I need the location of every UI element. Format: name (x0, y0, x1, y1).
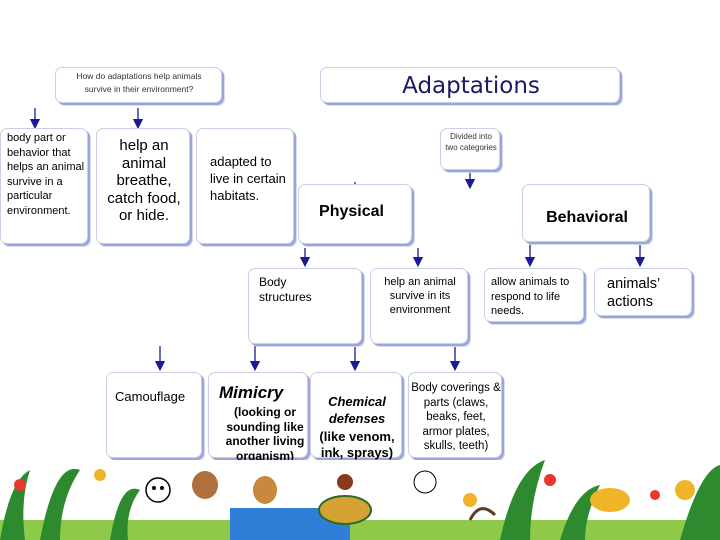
behavioral-box: Behavioral (522, 184, 650, 242)
habitats-text: adapted to live in certain habitats. (210, 154, 286, 203)
body-coverings-text: Body coverings & parts (claws, beaks, fe… (411, 382, 501, 452)
jungle-illustration (0, 460, 720, 540)
camouflage-text: Camouflage (115, 389, 186, 404)
body-coverings-box: Body coverings & parts (claws, beaks, fe… (408, 372, 502, 458)
title-box: Adaptations (320, 67, 620, 103)
title-text: Adaptations (402, 73, 540, 99)
mimicry-description: (looking or sounding like another living… (225, 405, 305, 463)
mimicry-title: Mimicry (219, 383, 284, 402)
respond-text: allow animals to respond to life needs. (491, 276, 570, 317)
actions-text: animals’ actions (607, 276, 660, 310)
question-text: How do adaptations help animals survive … (76, 71, 202, 94)
purpose-text: help an animal breathe, catch food, or h… (107, 137, 181, 224)
habitats-box: adapted to live in certain habitats. (196, 128, 294, 244)
divided-box: Divided into two categories (440, 128, 500, 170)
definition-text: body part or behavior that helps an anim… (7, 132, 85, 217)
body-structures-box: Body structures (248, 268, 362, 344)
physical-label: Physical (319, 203, 384, 220)
purpose-box: help an animal breathe, catch food, or h… (96, 128, 190, 244)
behavioral-label: Behavioral (546, 209, 628, 226)
mimicry-box: Mimicry (looking or sounding like anothe… (208, 372, 308, 463)
question-box: How do adaptations help animals survive … (55, 67, 222, 103)
chemical-title: Chemical defenses (328, 394, 386, 426)
chemical-description: (like venom, ink, sprays) (319, 429, 395, 460)
respond-box: allow animals to respond to life needs. (484, 268, 584, 322)
chemical-box: Chemical defenses (like venom, ink, spra… (310, 372, 402, 460)
camouflage-box: Camouflage (106, 372, 202, 458)
body-structures-text: Body structures (259, 275, 312, 304)
physical-box: Physical (298, 184, 412, 244)
survive-box: help an animal survive in its environmen… (370, 268, 468, 344)
jungle-decoration (0, 460, 720, 540)
survive-text: help an animal survive in its environmen… (384, 276, 456, 316)
divided-text: Divided into two categories (445, 132, 497, 152)
actions-box: animals’ actions (594, 268, 692, 316)
definition-box: body part or behavior that helps an anim… (0, 128, 88, 244)
